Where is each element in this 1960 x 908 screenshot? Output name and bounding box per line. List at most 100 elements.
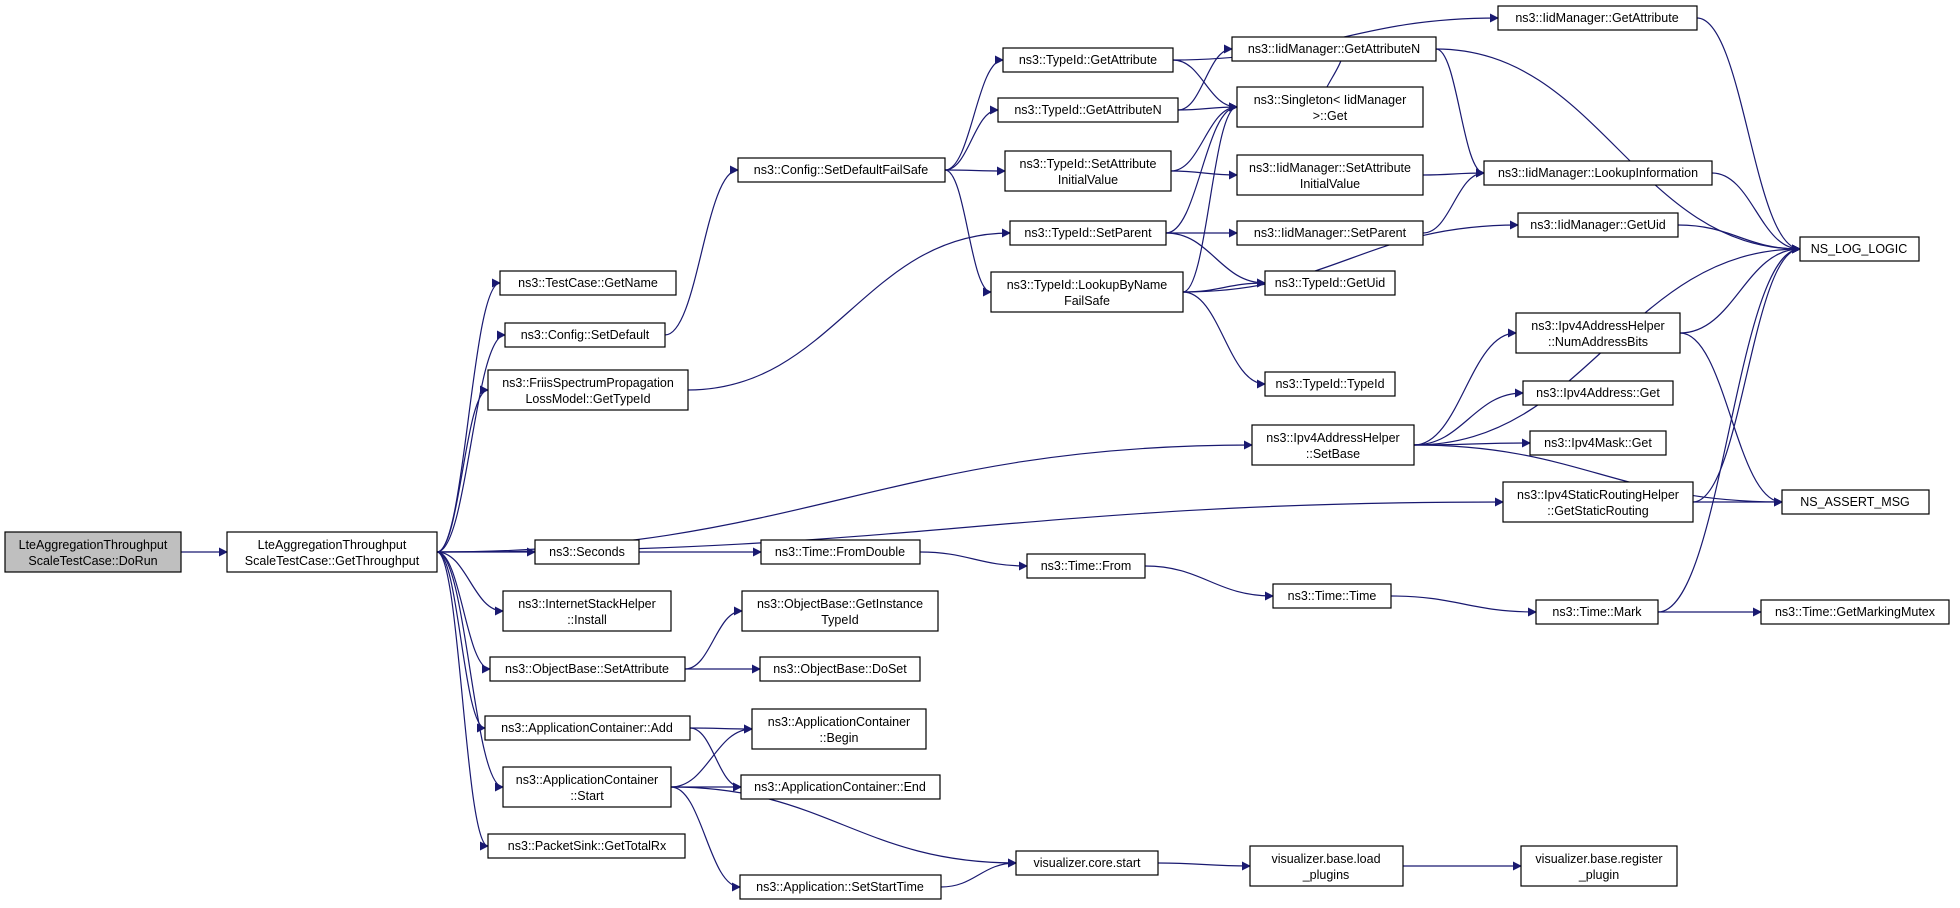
node-objectbase-setattribute[interactable]: ns3::ObjectBase::SetAttribute xyxy=(489,656,686,682)
call-edge-n39-n38 xyxy=(670,724,753,788)
call-edge-n5-n10 xyxy=(944,169,992,297)
node-label-line1: ns3::ApplicationContainer xyxy=(516,773,658,787)
node-label-line2: LossModel::GetTypeId xyxy=(525,392,650,406)
node-label-line1: ns3::Ipv4AddressHelper xyxy=(1531,319,1664,333)
node-visualizer-base-loadplugins[interactable]: visualizer.base.load _plugins xyxy=(1249,845,1404,887)
node-time-fromdouble[interactable]: ns3::Time::FromDouble xyxy=(760,539,921,565)
call-edge-n14-n18 xyxy=(1422,168,1485,234)
node-label: ns3::Time::From xyxy=(1041,559,1132,573)
node-label-line2: ScaleTestCase::DoRun xyxy=(28,554,157,568)
node-ns-assert-msg[interactable]: NS_ASSERT_MSG xyxy=(1781,489,1930,515)
call-edge-n10-n16 xyxy=(1182,291,1266,389)
node-label: ns3::Time::Mark xyxy=(1552,605,1642,619)
call-edge-n1-n41 xyxy=(436,551,489,851)
node-application-setstarttime[interactable]: ns3::Application::SetStartTime xyxy=(739,874,942,900)
node-label: ns3::Application::SetStartTime xyxy=(756,880,924,894)
node-label-line1: ns3::IidManager::SetAttribute xyxy=(1249,161,1411,175)
node-label-line1: visualizer.base.load xyxy=(1271,852,1380,866)
node-config-setdefaultfailsafe[interactable]: ns3::Config::SetDefaultFailSafe xyxy=(737,157,946,183)
call-edge-n22-n26 xyxy=(1679,332,1783,507)
node-packetsink-gettotalrx[interactable]: ns3::PacketSink::GetTotalRx xyxy=(487,833,686,859)
call-edge-n1-n39 xyxy=(436,551,504,792)
node-typeid-setattributeinitialvalue[interactable]: ns3::TypeId::SetAttribute InitialValue xyxy=(1004,150,1172,192)
node-config-setdefault[interactable]: ns3::Config::SetDefault xyxy=(504,322,666,348)
node-objectbase-getinstancetypeid[interactable]: ns3::ObjectBase::GetInstance TypeId xyxy=(741,590,939,632)
node-label-line1: LteAggregationThroughput xyxy=(19,538,168,552)
node-label: ns3::IidManager::GetAttributeN xyxy=(1248,42,1420,56)
node-time-from[interactable]: ns3::Time::From xyxy=(1026,553,1146,579)
call-edge-n43-n42 xyxy=(940,858,1017,888)
call-edge-n39-n42 xyxy=(670,786,1017,868)
node-ipv4address-get[interactable]: ns3::Ipv4Address::Get xyxy=(1522,380,1674,406)
node-typeid-getattribute[interactable]: ns3::TypeId::GetAttribute xyxy=(1002,47,1174,73)
node-internetstackhelper-install[interactable]: ns3::InternetStackHelper ::Install xyxy=(502,590,672,632)
node-typeid-setparent[interactable]: ns3::TypeId::SetParent xyxy=(1009,220,1167,246)
node-ipv4addresshelper-numaddressbits[interactable]: ns3::Ipv4AddressHelper ::NumAddressBits xyxy=(1515,312,1681,354)
node-label-line2: ScaleTestCase::GetThroughput xyxy=(245,554,420,568)
call-edge-n1-n34 xyxy=(436,551,491,674)
node-typeid-getattributen[interactable]: ns3::TypeId::GetAttributeN xyxy=(997,97,1179,123)
call-edge-n8-n12 xyxy=(1170,102,1238,172)
node-typeid-typeid[interactable]: ns3::TypeId::TypeId xyxy=(1264,371,1396,397)
node-friisspectrum-gettypeid[interactable]: ns3::FriisSpectrumPropagation LossModel:… xyxy=(487,369,689,411)
call-edge-n30-n31 xyxy=(1390,595,1537,617)
node-ipv4staticroutinghelper-getstaticrouting[interactable]: ns3::Ipv4StaticRoutingHelper ::GetStatic… xyxy=(1502,481,1694,523)
node-visualizer-base-registerplugin[interactable]: visualizer.base.register _plugin xyxy=(1520,845,1678,887)
call-edge-n25-n20 xyxy=(1692,244,1801,503)
node-label-line2: TypeId xyxy=(821,613,859,627)
node-label: ns3::Time::FromDouble xyxy=(775,545,905,559)
node-label-line1: ns3::Ipv4StaticRoutingHelper xyxy=(1517,488,1679,502)
node-ipv4addresshelper-setbase[interactable]: ns3::Ipv4AddressHelper ::SetBase xyxy=(1251,424,1415,466)
node-label-line2: ::Install xyxy=(567,613,607,627)
node-iidmanager-getattribute[interactable]: ns3::IidManager::GetAttribute xyxy=(1497,5,1698,31)
node-time-mark[interactable]: ns3::Time::Mark xyxy=(1535,599,1659,625)
node-iidmanager-getuid[interactable]: ns3::IidManager::GetUid xyxy=(1517,212,1679,238)
node-label: ns3::Config::SetDefaultFailSafe xyxy=(754,163,928,177)
node-label: NS_ASSERT_MSG xyxy=(1800,495,1910,509)
call-edge-n18-n20 xyxy=(1711,172,1801,254)
node-applicationcontainer-add[interactable]: ns3::ApplicationContainer::Add xyxy=(484,715,691,741)
node-label-line1: ns3::Ipv4AddressHelper xyxy=(1266,431,1399,445)
node-applicationcontainer-begin[interactable]: ns3::ApplicationContainer ::Begin xyxy=(751,708,927,750)
node-label-line1: ns3::Singleton< IidManager xyxy=(1254,93,1407,107)
node-label-line1: ns3::InternetStackHelper xyxy=(518,597,656,611)
node-testcase-getname[interactable]: ns3::TestCase::GetName xyxy=(499,270,677,296)
node-label: ns3::TypeId::GetUid xyxy=(1275,276,1386,290)
node-label-line2: InitialValue xyxy=(1300,177,1360,191)
node-iidmanager-setattributeinitialvalue[interactable]: ns3::IidManager::SetAttribute InitialVal… xyxy=(1236,154,1424,196)
node-iidmanager-getattributen[interactable]: ns3::IidManager::GetAttributeN xyxy=(1231,36,1437,62)
call-edge-n5-n6 xyxy=(944,55,1004,171)
node-time-getmarkingmutex[interactable]: ns3::Time::GetMarkingMutex xyxy=(1760,599,1950,625)
call-edge-n9-n15 xyxy=(1165,232,1266,288)
node-label: ns3::IidManager::GetUid xyxy=(1530,218,1666,232)
node-label: ns3::TestCase::GetName xyxy=(518,276,658,290)
call-edge-n1-n37 xyxy=(436,551,486,733)
node-applicationcontainer-start[interactable]: ns3::ApplicationContainer ::Start xyxy=(502,766,672,808)
node-seconds[interactable]: ns3::Seconds xyxy=(534,539,640,565)
node-applicationcontainer-end[interactable]: ns3::ApplicationContainer::End xyxy=(740,774,941,800)
node-label-line2: >::Get xyxy=(1313,109,1348,123)
node-time-time[interactable]: ns3::Time::Time xyxy=(1272,583,1392,609)
node-lteaggregation-getthroughput[interactable]: LteAggregationThroughput ScaleTestCase::… xyxy=(226,531,438,573)
node-label: ns3::Time::Time xyxy=(1288,589,1377,603)
node-ns-log-logic[interactable]: NS_LOG_LOGIC xyxy=(1799,236,1920,262)
node-label: ns3::TypeId::SetParent xyxy=(1024,226,1152,240)
node-label-line1: ns3::ObjectBase::GetInstance xyxy=(757,597,923,611)
call-edge-n4-n9 xyxy=(687,228,1011,391)
node-label-line2: ::GetStaticRouting xyxy=(1547,504,1648,518)
node-objectbase-doset[interactable]: ns3::ObjectBase::DoSet xyxy=(759,656,921,682)
call-edge-n10-n19 xyxy=(1182,220,1519,293)
call-edge-n42-n44 xyxy=(1157,861,1251,871)
node-label: ns3::Seconds xyxy=(549,545,625,559)
node-typeid-lookupbynamefailsafe[interactable]: ns3::TypeId::LookupByName FailSafe xyxy=(990,271,1184,313)
call-edge-n1-n33 xyxy=(436,551,504,616)
node-singleton-iidmanager-get[interactable]: ns3::Singleton< IidManager >::Get xyxy=(1236,86,1424,128)
node-visualizer-core-start[interactable]: visualizer.core.start xyxy=(1015,850,1159,876)
node-lteaggregation-dorun[interactable]: LteAggregationThroughput ScaleTestCase::… xyxy=(4,531,182,573)
node-iidmanager-setparent[interactable]: ns3::IidManager::SetParent xyxy=(1236,220,1424,246)
node-label: ns3::PacketSink::GetTotalRx xyxy=(508,839,667,853)
node-ipv4mask-get[interactable]: ns3::Ipv4Mask::Get xyxy=(1529,430,1667,456)
node-label: ns3::IidManager::GetAttribute xyxy=(1515,11,1678,25)
node-typeid-getuid[interactable]: ns3::TypeId::GetUid xyxy=(1264,270,1396,296)
node-iidmanager-lookupinformation[interactable]: ns3::IidManager::LookupInformation xyxy=(1483,160,1713,186)
